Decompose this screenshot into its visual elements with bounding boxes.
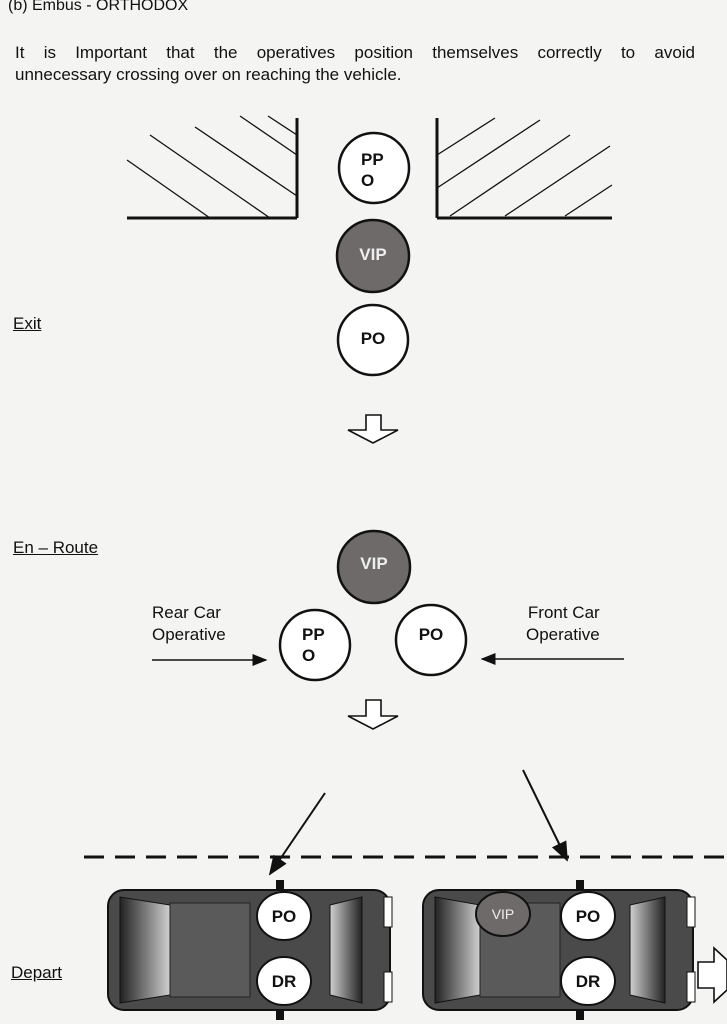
front-car-line-1: Front Car [527,603,600,622]
rear-car-entry-arrow [268,792,326,876]
en-route-ppo-label-line-1: PP [302,625,325,644]
intro-line-1: It is Important that the operatives posi… [15,43,695,62]
section-label-depart: Depart [11,963,63,982]
section-label-exit: Exit [13,314,42,333]
front-car-line-2: Operative [526,625,600,644]
section-label-en-route: En – Route [13,538,99,557]
rear-car-dr-circle: DR [256,956,312,1006]
intro-paragraph: It is Important that the operatives posi… [15,42,695,86]
rear-car-dr-label: DR [272,972,297,991]
front-car-dr-circle: DR [560,956,616,1006]
vip-label: VIP [359,245,386,264]
rear-car-line-1: Rear Car [152,603,221,622]
front-car-vip-circle: VIP [475,891,531,937]
po-label: PO [361,329,386,348]
en-route-vip-label: VIP [360,554,387,573]
ppo-label-line-2: O [361,171,374,190]
front-car [422,880,696,1020]
building-doorway [126,115,613,220]
en-route-vip-circle: VIP [336,529,412,605]
en-route-po-circle: PO [394,603,468,677]
rear-car [107,880,393,1020]
front-car-vip-label: VIP [492,906,515,922]
rear-car-line-2: Operative [152,625,226,644]
front-car-dr-label: DR [576,972,601,991]
en-route-ppo-label-line-2: O [302,646,315,665]
ppo-circle: PP O [337,131,411,205]
rear-car-po-label: PO [272,907,297,926]
front-car-po-circle: PO [560,891,616,941]
intro-line-2: unnecessary crossing over on reaching th… [15,65,402,84]
po-circle: PO [336,303,410,377]
page-heading: (b) Embus - ORTHODOX [8,0,189,14]
down-arrow-icon [347,699,399,730]
down-arrow-icon [347,414,399,444]
rear-car-operative-label: Rear Car Operative [152,602,226,646]
front-car-entry-arrow [522,769,568,862]
en-route-ppo-circle: PP O [278,608,352,682]
front-car-operative-label: Front Car Operative [526,602,600,646]
en-route-po-label: PO [419,625,444,644]
rear-car-po-circle: PO [256,891,312,941]
ppo-label-line-1: PP [361,150,384,169]
vip-circle: VIP [335,218,411,294]
front-car-po-label: PO [576,907,601,926]
right-arrow-icon [697,946,727,1004]
